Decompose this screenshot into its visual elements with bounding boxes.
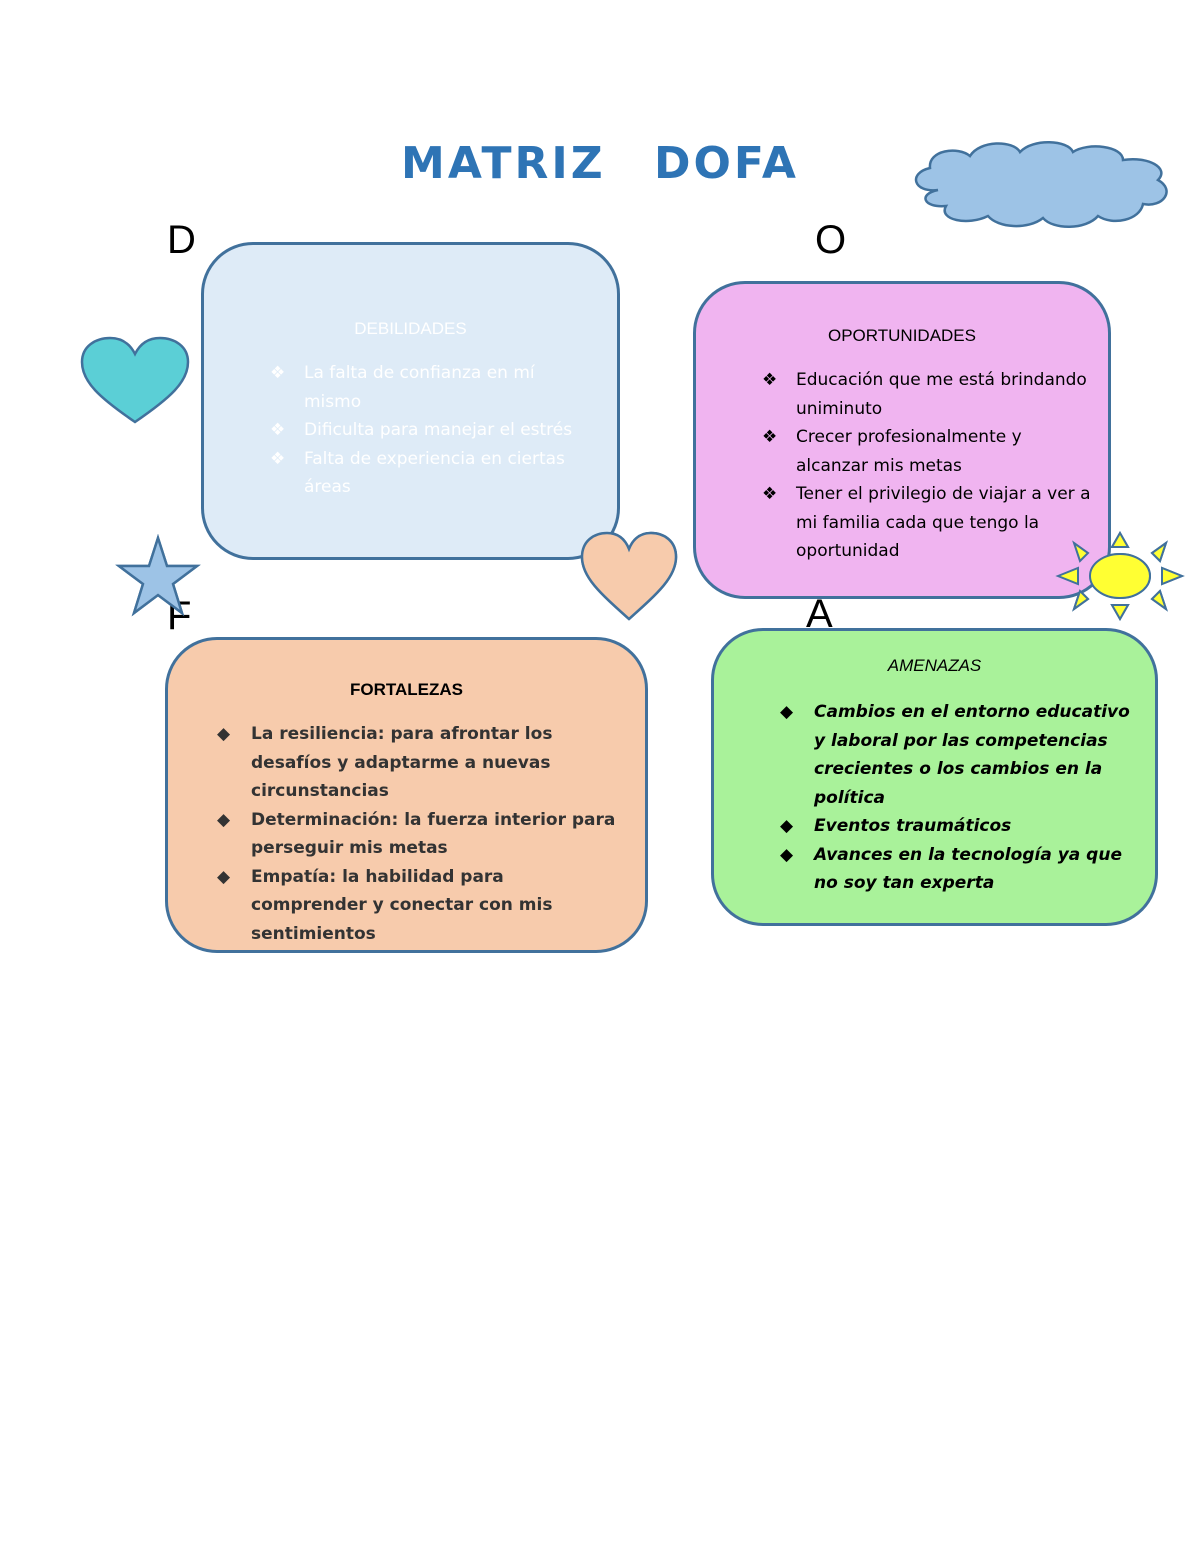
- bullet-icon: ❖: [270, 420, 286, 440]
- list-item: ◆Eventos traumáticos: [780, 812, 1140, 841]
- list-item: ❖Educación que me está brindando uniminu…: [762, 366, 1092, 423]
- bullet-icon: ❖: [762, 427, 778, 447]
- letter-o: O: [815, 218, 847, 262]
- amenazas-list: ◆Cambios en el entorno educativo y labor…: [780, 698, 1140, 898]
- star-icon: [115, 533, 201, 617]
- list-item: ❖Crecer profesionalmente y alcanzar mis …: [762, 423, 1092, 480]
- bullet-icon: ◆: [217, 809, 231, 830]
- amenazas-title: AMENAZAS: [887, 656, 982, 675]
- list-item: ❖Falta de experiencia en ciertas áreas: [270, 445, 590, 502]
- list-item: ❖Dificulta para manejar el estrés: [270, 416, 590, 445]
- fortalezas-list: ◆La resiliencia: para afrontar los desaf…: [217, 720, 617, 948]
- debilidades-list: ❖La falta de confianza en mí mismo ❖Difi…: [270, 359, 590, 502]
- letter-d: D: [167, 218, 196, 262]
- bullet-icon: ◆: [217, 866, 231, 887]
- bullet-icon: ❖: [270, 363, 286, 383]
- debilidades-box: DEBILIDADES ❖La falta de confianza en mí…: [201, 242, 620, 560]
- bullet-icon: ❖: [762, 370, 778, 390]
- oportunidades-title: OPORTUNIDADES: [828, 326, 976, 345]
- sun-icon: [1055, 530, 1185, 622]
- heart-icon: [80, 336, 190, 424]
- bullet-icon: ❖: [762, 484, 778, 504]
- bullet-icon: ◆: [780, 702, 794, 722]
- list-item: ◆Cambios en el entorno educativo y labor…: [780, 698, 1140, 812]
- page-title: MATRIZ DOFA: [401, 138, 799, 189]
- bullet-icon: ◆: [217, 724, 231, 744]
- list-item: ◆Avances en la tecnología ya que no soy …: [780, 841, 1140, 898]
- bullet-icon: ◆: [780, 844, 794, 865]
- fortalezas-box: FORTALEZAS ◆La resiliencia: para afronta…: [165, 637, 648, 953]
- list-item: ◆Determinación: la fuerza interior para …: [217, 806, 617, 863]
- cloud-icon: [914, 141, 1168, 228]
- list-item: ◆Empatía: la habilidad para comprender y…: [217, 863, 617, 949]
- fortalezas-title: FORTALEZAS: [349, 680, 463, 699]
- bullet-icon: ◆: [780, 816, 794, 836]
- debilidades-title: DEBILIDADES: [354, 319, 467, 338]
- list-item: ❖La falta de confianza en mí mismo: [270, 359, 590, 416]
- amenazas-box: AMENAZAS ◆Cambios en el entorno educativ…: [711, 628, 1158, 926]
- heart-icon: [580, 531, 678, 621]
- list-item: ◆La resiliencia: para afrontar los desaf…: [217, 720, 617, 806]
- bullet-icon: ❖: [270, 448, 286, 469]
- oportunidades-box: OPORTUNIDADES ❖Educación que me está bri…: [693, 281, 1111, 599]
- oportunidades-list: ❖Educación que me está brindando uniminu…: [762, 366, 1092, 566]
- list-item: ❖Tener el privilegio de viajar a ver a m…: [762, 480, 1092, 566]
